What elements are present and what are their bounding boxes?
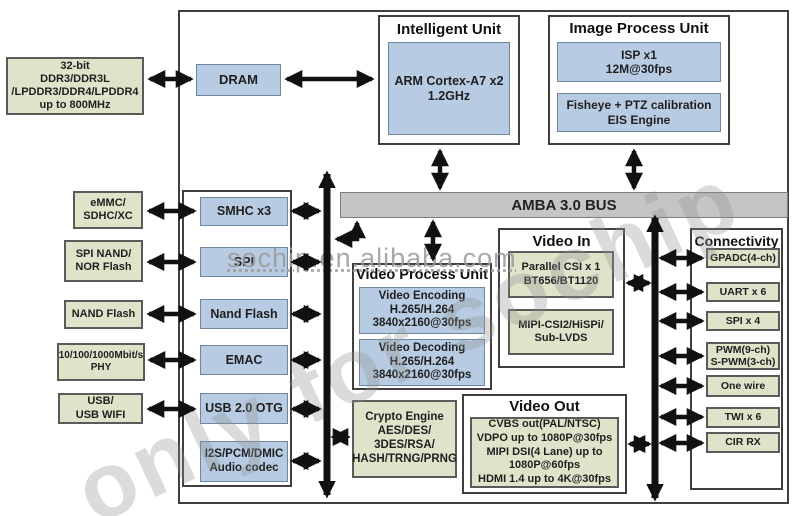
box-label-line: 3840x2160@30fps xyxy=(372,369,472,382)
box-label-line: UART x 6 xyxy=(719,285,767,298)
video-in-title: Video In xyxy=(532,233,591,250)
box-label-line: SPI NAND/ xyxy=(75,247,132,260)
pwm-box: PWM(9-ch) S-PWM(3-ch) xyxy=(706,342,780,370)
box-label-line: Parallel CSI x 1 xyxy=(521,261,601,274)
isp-box: ISP x1 12M@30fps xyxy=(557,42,721,82)
box-label-line: Crypto Engine xyxy=(365,411,444,424)
emmc-box: eMMC/ SDHC/XC xyxy=(73,191,143,229)
box-label-line: PWM(9-ch) xyxy=(715,343,771,356)
nand-flash-ctrl-box: Nand Flash xyxy=(200,299,288,329)
box-label-line: 1080P@60fps xyxy=(508,459,581,472)
amba-bus-bar: AMBA 3.0 BUS xyxy=(340,192,788,218)
box-label-line: I2S/PCM/DMIC xyxy=(204,447,284,460)
video-process-unit-title: Video Process Unit xyxy=(356,267,488,283)
twi-box: TWI x 6 xyxy=(706,407,780,428)
box-label-line: HDMI 1.4 up to 4K@30fps xyxy=(478,473,611,486)
box-label-line: TWI x 6 xyxy=(724,411,762,424)
box-label-line: SMHC x3 xyxy=(216,204,272,218)
ethernet-phy-box: 10/100/1000Mbit/s PHY xyxy=(57,343,145,381)
box-label-line: DRAM xyxy=(219,72,258,88)
parallel-csi-box: Parallel CSI x 1 BT656/BT1120 xyxy=(508,251,614,298)
box-label-line: /LPDDR3/DDR4/LPDDR4 xyxy=(11,86,139,98)
fisheye-eis-box: Fisheye + PTZ calibration EIS Engine xyxy=(557,93,721,132)
one-wire-box: One wire xyxy=(706,375,780,397)
smhc-box: SMHC x3 xyxy=(200,197,288,226)
uart-box: UART x 6 xyxy=(706,282,780,302)
ddr-memory-box: 32-bit DDR3/DDR3L /LPDDR3/DDR4/LPDDR4 up… xyxy=(6,57,144,115)
box-label-line: H.265/H.264 xyxy=(389,355,455,368)
box-label-line: eMMC/ xyxy=(90,196,126,209)
box-label-line: BT656/BT1120 xyxy=(523,274,599,287)
box-label-line: 10/100/1000Mbit/s xyxy=(58,350,144,361)
box-label-line: AES/DES/ xyxy=(377,425,432,438)
peripherals-frame xyxy=(182,190,292,487)
box-label-line: 1.2GHz xyxy=(427,88,471,103)
connectivity-title: Connectivity xyxy=(694,233,779,249)
box-label-line: HASH/TRNG/PRNG xyxy=(352,452,457,465)
box-label-line: Fisheye + PTZ calibration xyxy=(566,98,712,113)
cpu-box: ARM Cortex-A7 x2 1.2GHz xyxy=(388,42,510,135)
nand-flash-box: NAND Flash xyxy=(64,300,143,329)
emac-box: EMAC xyxy=(200,345,288,375)
box-label-line: up to 800MHz xyxy=(39,99,111,112)
box-label-line: H.265/H.264 xyxy=(389,303,455,316)
video-out-title: Video Out xyxy=(509,398,580,415)
box-label-line: Audio codec xyxy=(209,461,279,474)
box-label-line: Nand Flash xyxy=(210,306,278,321)
box-label-line: NAND Flash xyxy=(71,307,136,320)
amba-bus-label: AMBA 3.0 BUS xyxy=(511,196,617,214)
box-label-line: USB/ xyxy=(87,395,114,408)
box-label-line: 12M@30fps xyxy=(605,62,673,76)
video-out-box: CVBS out(PAL/NTSC) VDPO up to 1080P@30fp… xyxy=(470,417,619,488)
spi-nand-box: SPI NAND/ NOR Flash xyxy=(64,240,143,282)
box-label-line: ARM Cortex-A7 x2 xyxy=(394,73,504,88)
box-label-line: EIS Engine xyxy=(607,112,671,127)
usb-otg-box: USB 2.0 OTG xyxy=(200,393,288,424)
box-label-line: GPADC(4-ch) xyxy=(710,251,776,264)
box-label-line: Video Decoding xyxy=(378,341,466,354)
image-process-unit-title: Image Process Unit xyxy=(569,20,709,37)
dram-box: DRAM xyxy=(196,64,281,96)
box-label-line: MIPI DSI(4 Lane) up to xyxy=(486,445,603,458)
box-label-line: VDPO up to 1080P@30fps xyxy=(476,431,613,444)
box-label-line: S-PWM(3-ch) xyxy=(710,356,776,368)
box-label-line: DDR3/DDR3L xyxy=(40,72,110,85)
box-label-line: CIR RX xyxy=(725,436,761,449)
box-label-line: PHY xyxy=(90,362,112,373)
box-label-line: One wire xyxy=(720,379,766,392)
intelligent-unit-title: Intelligent Unit xyxy=(396,21,502,38)
box-label-line: SPI xyxy=(233,254,255,269)
mipi-csi-box: MIPI-CSI2/HiSPi/ Sub-LVDS xyxy=(508,309,614,355)
cir-rx-box: CIR RX xyxy=(706,432,780,453)
spi4-box: SPI x 4 xyxy=(706,311,780,331)
video-decoding-box: Video Decoding H.265/H.264 3840x2160@30f… xyxy=(359,339,485,386)
video-encoding-box: Video Encoding H.265/H.264 3840x2160@30f… xyxy=(359,287,485,334)
box-label-line: 3840x2160@30fps xyxy=(372,317,472,330)
audio-codec-box: I2S/PCM/DMIC Audio codec xyxy=(200,441,288,482)
box-label-line: CVBS out(PAL/NTSC) xyxy=(488,418,601,431)
box-label-line: NOR Flash xyxy=(75,261,132,273)
box-label-line: Video Encoding xyxy=(378,289,466,302)
box-label-line: Sub-LVDS xyxy=(534,332,588,344)
box-label-line: EMAC xyxy=(225,352,263,367)
box-label-line: SDHC/XC xyxy=(83,210,133,222)
box-label-line: USB WIFI xyxy=(75,408,126,421)
box-label-line: SPI x 4 xyxy=(725,314,761,327)
crypto-engine-box: Crypto Engine AES/DES/ 3DES/RSA/ HASH/TR… xyxy=(352,400,457,478)
box-label-line: ISP x1 xyxy=(621,47,657,62)
box-label-line: 3DES/RSA/ xyxy=(374,439,435,451)
gpadc-box: GPADC(4-ch) xyxy=(706,248,780,268)
box-label-line: 32-bit xyxy=(60,59,90,72)
box-label-line: USB 2.0 OTG xyxy=(205,401,283,415)
usb-wifi-box: USB/ USB WIFI xyxy=(58,393,143,424)
spi-box: SPI xyxy=(200,247,288,277)
box-label-line: MIPI-CSI2/HiSPi/ xyxy=(518,318,604,331)
